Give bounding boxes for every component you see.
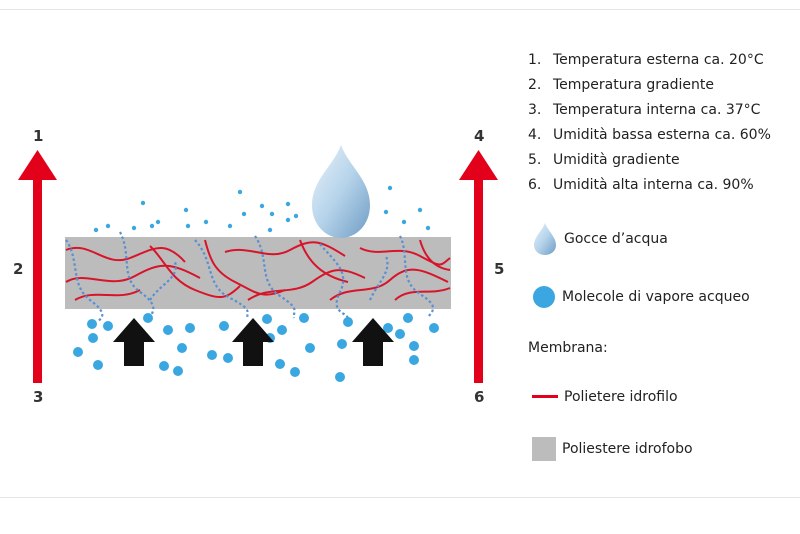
numbered-legend: 1.Temperatura esterna ca. 20°C 2.Tempera… bbox=[528, 50, 771, 200]
water-drop bbox=[312, 145, 370, 238]
legend-item-6: 6.Umidità alta interna ca. 90% bbox=[528, 177, 754, 193]
water-drop-key: Gocce d’acqua bbox=[532, 222, 668, 256]
vapor-molecule-key: Molecole di vapore acqueo bbox=[532, 285, 750, 309]
legend-item-3: 3.Temperatura interna ca. 37°C bbox=[528, 102, 761, 118]
hydrophobic-key-label: Poliestere idrofobo bbox=[562, 441, 693, 457]
hydrophilic-fibers bbox=[65, 239, 451, 301]
legend-item-5: 5.Umidità gradiente bbox=[528, 152, 680, 168]
label-4: 4 bbox=[474, 127, 485, 145]
label-3: 3 bbox=[33, 388, 44, 406]
water-drop-icon bbox=[534, 223, 556, 255]
bottom-divider bbox=[0, 497, 800, 498]
vapor-molecules-below bbox=[73, 313, 439, 382]
membrane-diagram bbox=[18, 145, 498, 383]
vapor-flow-arrows bbox=[113, 318, 394, 366]
left-temperature-arrow bbox=[18, 150, 57, 383]
vapor-molecule-icon bbox=[533, 286, 555, 308]
red-line-icon bbox=[532, 395, 558, 398]
water-drop-key-label: Gocce d’acqua bbox=[564, 231, 668, 247]
label-1: 1 bbox=[33, 127, 44, 145]
hydrophilic-key-label: Polietere idrofilo bbox=[564, 389, 678, 405]
label-6: 6 bbox=[474, 388, 485, 406]
grey-square-icon bbox=[532, 437, 556, 461]
vapor-molecule-key-label: Molecole di vapore acqueo bbox=[562, 289, 750, 305]
right-humidity-arrow bbox=[459, 150, 498, 383]
hydrophilic-key: Polietere idrofilo bbox=[532, 389, 678, 405]
top-divider bbox=[0, 9, 800, 10]
label-2: 2 bbox=[13, 260, 24, 278]
membrane-layer bbox=[65, 237, 451, 309]
membrane-title: Membrana: bbox=[528, 340, 608, 356]
label-5: 5 bbox=[494, 260, 505, 278]
legend-item-2: 2.Temperatura gradiente bbox=[528, 77, 714, 93]
legend-item-1: 1.Temperatura esterna ca. 20°C bbox=[528, 52, 764, 68]
hydrophobic-key: Poliestere idrofobo bbox=[532, 437, 693, 461]
vapor-dots-above bbox=[93, 185, 431, 233]
vapor-pathways bbox=[65, 231, 435, 323]
legend-item-4: 4.Umidità bassa esterna ca. 60% bbox=[528, 127, 771, 143]
